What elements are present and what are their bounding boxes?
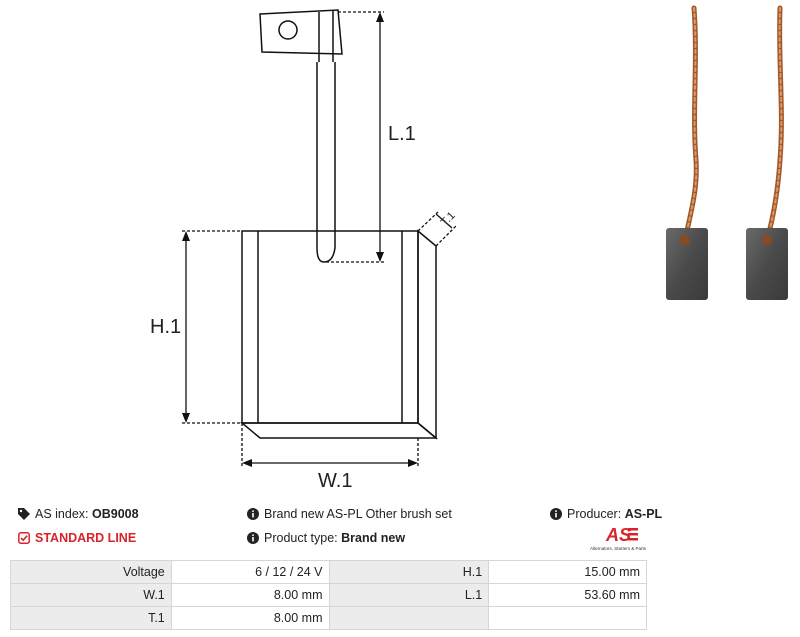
dim-label-thickness: T.1 bbox=[439, 210, 458, 229]
tag-icon bbox=[18, 508, 30, 520]
spec-label: W.1 bbox=[10, 583, 172, 607]
table-row: W.1 8.00 mm L.1 53.60 mm bbox=[10, 583, 647, 607]
product-type-value: Brand new bbox=[341, 531, 406, 545]
terminal-lug bbox=[259, 9, 343, 55]
spec-value: 8.00 mm bbox=[170, 606, 330, 630]
product-type-row: Product type: Brand new bbox=[247, 530, 405, 546]
logo-tagline: Alternators, Starters & Parts bbox=[590, 546, 647, 551]
spec-label: L.1 bbox=[328, 583, 490, 607]
producer-value: AS-PL bbox=[624, 507, 663, 521]
spec-label: H.1 bbox=[328, 560, 490, 584]
spec-value: 6 / 12 / 24 V bbox=[170, 560, 330, 584]
spec-value: 15.00 mm bbox=[488, 560, 647, 584]
as-index-row: AS index: OB9008 bbox=[18, 506, 139, 522]
table-row: T.1 8.00 mm bbox=[10, 606, 647, 630]
terminal-hole bbox=[278, 20, 298, 40]
lead-wire bbox=[316, 62, 336, 263]
table-row: Voltage 6 / 12 / 24 V H.1 15.00 mm bbox=[10, 560, 647, 584]
spec-value bbox=[488, 606, 647, 630]
producer-row: Producer: AS-PL bbox=[550, 506, 662, 522]
info-circle-icon bbox=[247, 532, 259, 544]
info-circle-icon bbox=[550, 508, 562, 520]
spec-label bbox=[328, 606, 490, 630]
as-pl-logo: AS Alternators, Starters & Parts bbox=[590, 525, 647, 551]
spec-label: T.1 bbox=[10, 606, 172, 630]
carbon-brush-right bbox=[746, 228, 788, 300]
product-photo bbox=[666, 5, 788, 300]
as-index-value: OB9008 bbox=[92, 507, 139, 521]
product-type-label: Product type: bbox=[264, 531, 338, 545]
logo-mark: AS bbox=[605, 525, 631, 545]
line-row: STANDARD LINE bbox=[18, 530, 136, 546]
specs-table: Voltage 6 / 12 / 24 V H.1 15.00 mm W.1 8… bbox=[10, 560, 647, 630]
producer-label: Producer: bbox=[567, 507, 622, 521]
dim-label-width: W.1 bbox=[318, 470, 352, 492]
technical-drawing: L.1 H.1 W.1 T.1 bbox=[150, 9, 458, 492]
spec-label: Voltage bbox=[10, 560, 172, 584]
description-row: Brand new AS-PL Other brush set bbox=[247, 506, 452, 522]
brush-side-face bbox=[417, 229, 437, 440]
brush-bottom-face bbox=[239, 422, 439, 439]
dim-label-height: H.1 bbox=[150, 316, 181, 338]
carbon-brush-left bbox=[666, 228, 708, 300]
spec-value: 53.60 mm bbox=[488, 583, 647, 607]
as-index-label: AS index: bbox=[35, 507, 89, 521]
dim-label-length: L.1 bbox=[388, 123, 416, 145]
description-text: Brand new AS-PL Other brush set bbox=[264, 507, 452, 521]
info-circle-icon bbox=[247, 508, 259, 520]
spec-value: 8.00 mm bbox=[170, 583, 330, 607]
check-square-icon bbox=[18, 532, 30, 544]
standard-line-label: STANDARD LINE bbox=[35, 531, 137, 545]
